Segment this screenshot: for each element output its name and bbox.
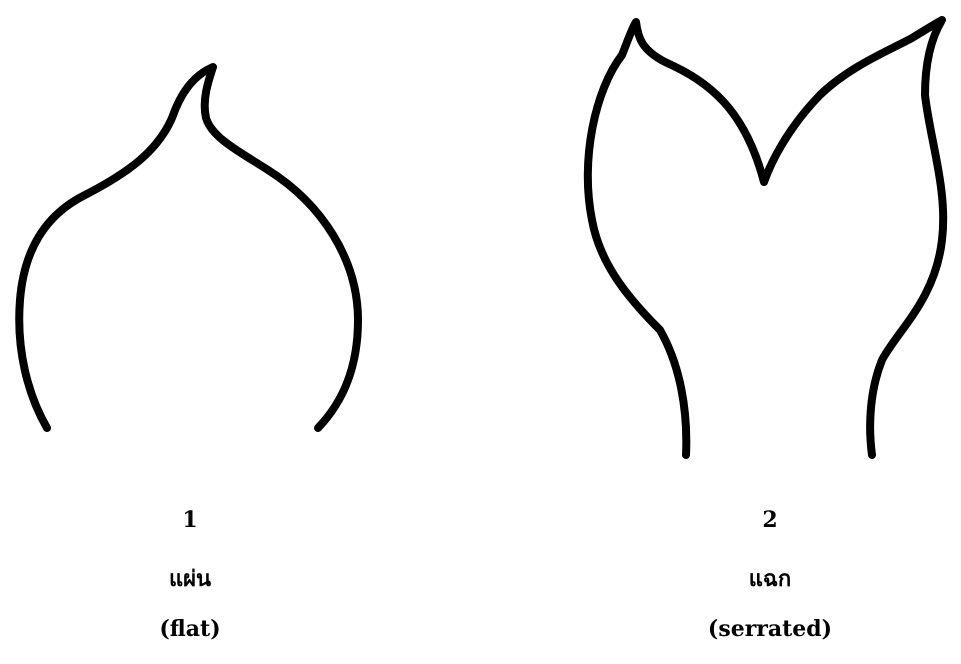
- serrated-leaf-stroke: [588, 20, 943, 455]
- figure-flat: 1 แผ่น (flat): [0, 0, 380, 664]
- figure-english-label: (flat): [0, 616, 380, 642]
- flat-leaf-outline: [0, 0, 380, 470]
- serrated-leaf-outline: [580, 0, 960, 470]
- flat-leaf-stroke: [19, 67, 358, 428]
- figure-thai-label: แฉก: [580, 561, 960, 596]
- figure-thai-label: แผ่น: [0, 561, 380, 596]
- figure-number: 2: [580, 507, 960, 533]
- figure-english-label: (serrated): [580, 616, 960, 642]
- figure-serrated: 2 แฉก (serrated): [580, 0, 960, 664]
- figure-number: 1: [0, 507, 380, 533]
